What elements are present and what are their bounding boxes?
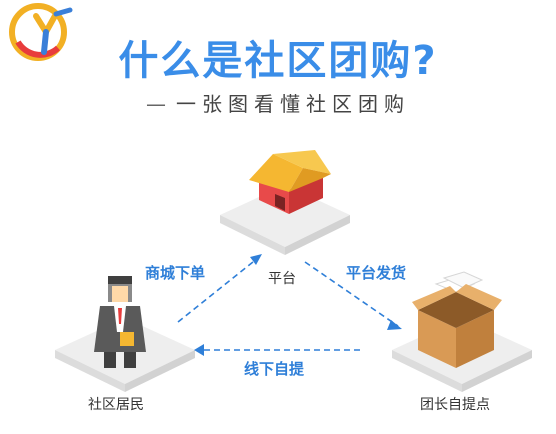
node-leader-label: 团长自提点 [420, 397, 490, 413]
flow-pickup-label: 线下自提 [244, 360, 305, 378]
node-platform-label: 平台 [268, 271, 296, 287]
page-title: 什么是社区团购? [118, 38, 438, 84]
subtitle-text: 一张图看懂社区团购 [176, 92, 410, 116]
box-icon [412, 271, 502, 368]
house-icon [249, 150, 331, 214]
flow-order-label: 商城下单 [145, 264, 206, 282]
node-resident-label: 社区居民 [88, 397, 144, 413]
subtitle-dash: — [146, 92, 172, 116]
page-subtitle: —一张图看懂社区团购 [0, 88, 556, 117]
logo-icon [9, 3, 73, 61]
person-icon [94, 276, 146, 368]
flow-ship-label: 平台发货 [346, 264, 407, 282]
